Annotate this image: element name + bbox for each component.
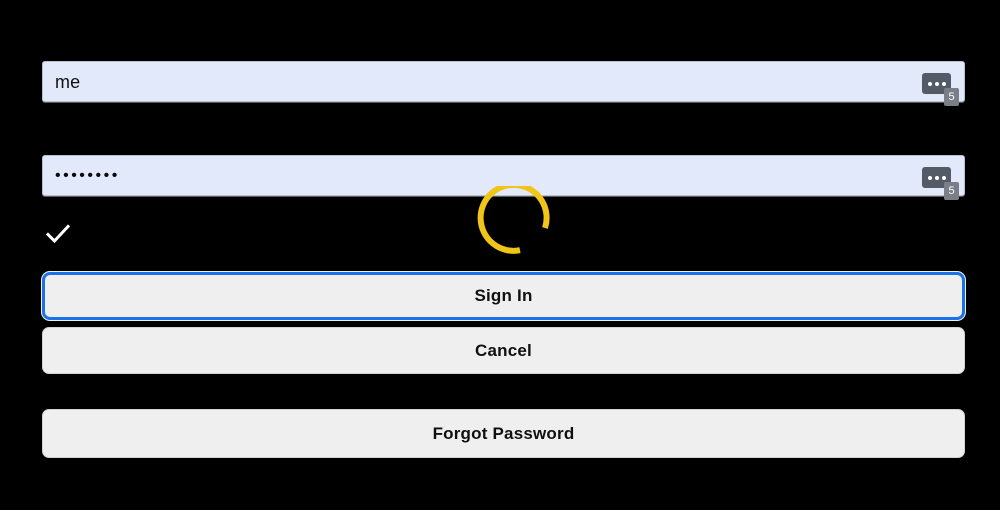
ellipsis-icon[interactable]	[922, 167, 951, 188]
forgot-password-button[interactable]: Forgot Password	[42, 409, 965, 458]
username-value: me	[55, 71, 81, 92]
sign-in-button[interactable]: Sign In	[42, 272, 965, 320]
cancel-button[interactable]: Cancel	[42, 327, 965, 374]
check-icon[interactable]	[44, 220, 72, 248]
username-suggestion-count-badge[interactable]: 5	[944, 88, 959, 106]
password-autofill-badge-group[interactable]: 5	[922, 167, 962, 205]
loading-spinner-icon	[474, 186, 550, 256]
password-value: ••••••••	[55, 166, 120, 184]
username-autofill-badge-group[interactable]: 5	[922, 73, 962, 111]
ellipsis-icon[interactable]	[922, 73, 951, 94]
password-suggestion-count-badge[interactable]: 5	[944, 182, 959, 200]
username-input[interactable]: me 5	[42, 61, 965, 106]
